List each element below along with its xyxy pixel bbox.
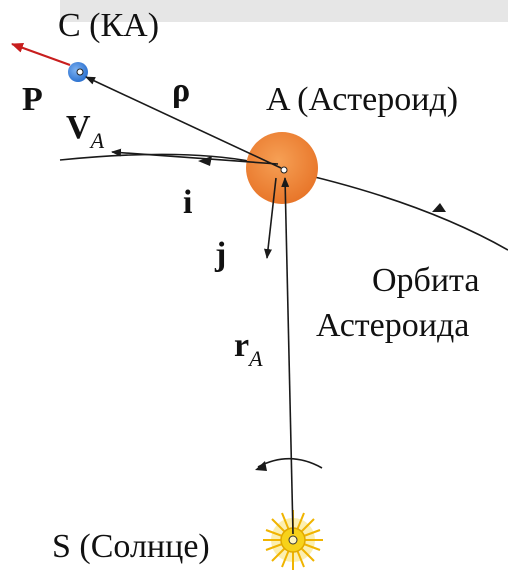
sun-label: S (Солнце) [52, 528, 210, 565]
asteroid-label: A (Астероид) [266, 81, 458, 118]
top-band [60, 0, 508, 22]
radius-subscript: A [247, 346, 263, 371]
radius-symbol: r [234, 327, 249, 364]
radius-label: rA [234, 327, 263, 371]
rotation-arc [257, 458, 323, 469]
velocity-subscript: A [89, 128, 105, 153]
spacecraft-center [76, 68, 84, 76]
rotation-arrowhead [255, 461, 267, 471]
sun-icon [263, 510, 323, 570]
force-label: P [22, 81, 43, 118]
force-vector [11, 42, 71, 67]
velocity-symbol: V [66, 109, 91, 146]
orbit-direction-arrow [432, 203, 446, 212]
rho-label: ρ [172, 72, 190, 109]
spacecraft-label: C (КА) [58, 7, 159, 44]
velocity-label: VA [66, 109, 105, 153]
unit-vector-j [264, 177, 277, 259]
unit-j-label: j [214, 236, 226, 273]
rho-vector [85, 76, 282, 169]
orbit-label-line1: Орбита [372, 262, 479, 299]
unit-i-label: i [183, 184, 192, 221]
asteroid-center [280, 166, 288, 174]
radius-vector [281, 177, 294, 535]
orbit-label-line2: Астероида [316, 307, 469, 344]
velocity-vector [111, 148, 279, 165]
orbit-direction-arrow [198, 156, 212, 166]
